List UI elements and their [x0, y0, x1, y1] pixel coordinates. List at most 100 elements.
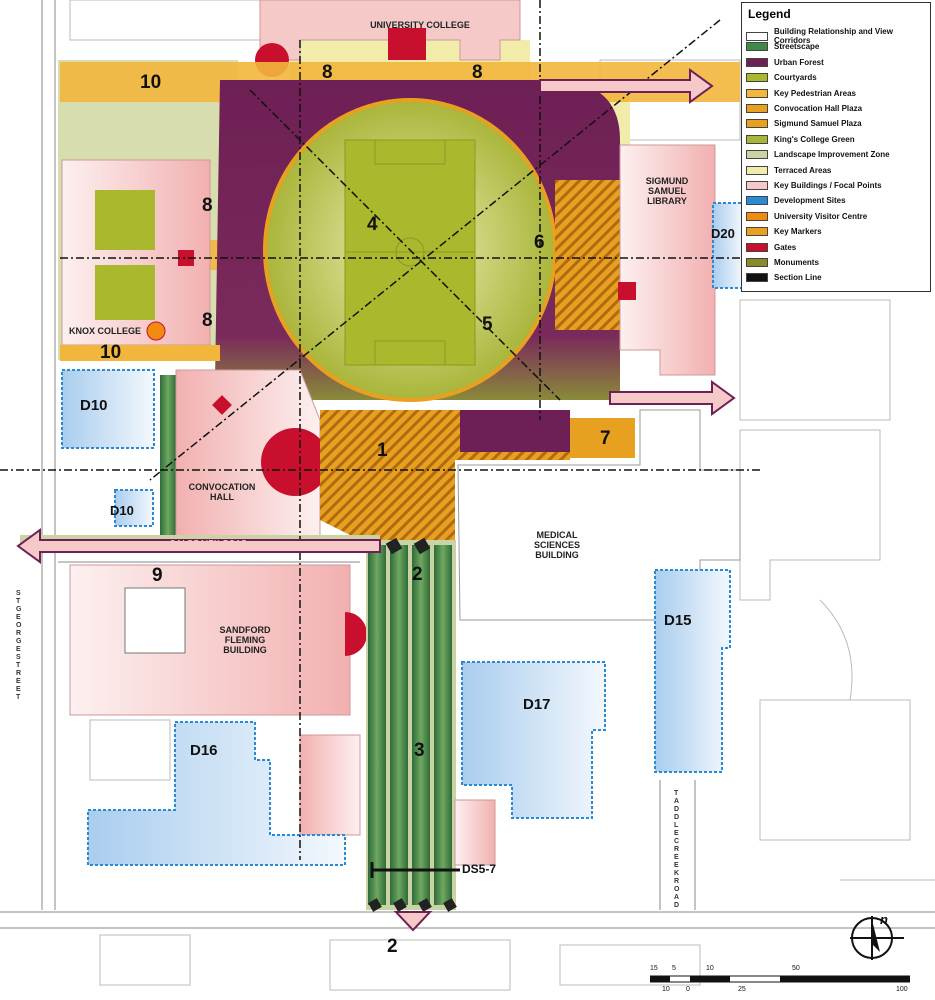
sandford-fleming-building: [69, 564, 351, 716]
streetscape-4: [434, 545, 452, 905]
corridor-arrows: [16, 68, 736, 932]
legend-swatch: [746, 211, 768, 221]
legend-label: Building Relationship and View Corridors: [774, 27, 893, 45]
view-corridors: [0, 0, 760, 860]
legend-label: Key Pedestrian Areas: [774, 88, 856, 98]
sandford-fleming-label: SANDFORD FLEMING BUILDING: [219, 625, 271, 655]
dev-site-label: D20: [711, 226, 735, 241]
dev-site-label: D15: [664, 612, 692, 629]
legend-item: Sigmund Samuel Plaza: [746, 119, 862, 129]
legend-label: University Visitor Centre: [774, 211, 868, 221]
building-ne-d17: [454, 799, 496, 866]
legend-swatch: [746, 242, 768, 252]
legend-swatch: [746, 165, 768, 175]
zone-label: 2: [387, 936, 398, 957]
legend-label: Section Line: [774, 273, 822, 283]
legend-label: Landscape Improvement Zone: [774, 150, 890, 160]
knox-college-label: KNOX COLLEGE: [68, 326, 141, 336]
gate-markers: [368, 537, 457, 912]
sigmund-samuel-plaza: [555, 180, 620, 330]
legend-item: Key Markers: [746, 227, 822, 237]
legend-swatch: [746, 42, 768, 52]
streetscape-2: [390, 545, 408, 905]
dev-site-d16: [87, 721, 346, 866]
scale-bottom-label: 100: [896, 986, 908, 993]
dev-site-d15: [654, 569, 731, 773]
legend-label: Terraced Areas: [774, 165, 832, 175]
taddle-creek-road-label: TADDLE CREEK ROAD: [674, 790, 681, 909]
legend-swatch: [746, 73, 768, 83]
zone-label: 1: [377, 440, 388, 461]
legend-swatch: [746, 134, 768, 144]
scale-top-label: 15: [650, 965, 658, 972]
scale-bottom-label: 0: [686, 986, 690, 993]
zone-label: 8: [202, 310, 213, 331]
dev-site-label: D17: [523, 696, 551, 713]
streetscape-west: [160, 375, 176, 535]
dev-site-d10-south: [114, 489, 154, 527]
library-gate: [618, 282, 636, 300]
medical-sciences-label: MEDICAL SCIENCES BUILDING: [533, 530, 580, 560]
legend-swatch: [746, 88, 768, 98]
legend-swatch: [746, 273, 768, 283]
zone-label: 6: [534, 232, 545, 253]
legend-swatch: [746, 57, 768, 67]
sandford-focal: [345, 612, 367, 656]
streetscape-1: [368, 545, 386, 905]
scale-bottom-label: 25: [738, 986, 746, 993]
scale-top-label: 50: [792, 965, 800, 972]
legend-item: Convocation Hall Plaza: [746, 104, 862, 113]
legend-item: Streetscape: [746, 42, 819, 52]
visitor-centre-marker: [146, 321, 166, 341]
pedestrian-knox: [60, 345, 220, 361]
section-label: DS5-7: [462, 862, 497, 876]
legend-swatch: [746, 104, 768, 113]
legend-swatch: [746, 258, 768, 267]
legend-item: Development Sites: [746, 196, 846, 206]
scale-top-label: 5: [672, 965, 676, 972]
legend-swatch: [746, 119, 768, 129]
legend-item: Key Buildings / Focal Points: [746, 181, 882, 190]
legend-swatch: [746, 181, 768, 190]
legend-label: Sigmund Samuel Plaza: [774, 119, 862, 129]
legend-item: Monuments: [746, 258, 819, 267]
plaza-7: [570, 418, 635, 458]
st-george-street-label: ST GEORGE STREET: [16, 590, 23, 701]
dev-site-d10-north: [61, 369, 155, 449]
zone-label: 2: [412, 564, 423, 585]
knox-courtyard-2: [95, 265, 155, 320]
legend-label: Development Sites: [774, 196, 846, 206]
dev-site-d17: [461, 661, 606, 819]
legend-item: Urban Forest: [746, 57, 824, 67]
legend-swatch: [746, 196, 768, 206]
legend-label: Monuments: [774, 258, 819, 267]
sigmund-samuel-library: [619, 144, 716, 376]
zone-label: 8: [322, 62, 333, 83]
zone-label: 4: [367, 214, 378, 235]
legend-label: Key Markers: [774, 227, 822, 237]
zone-label: 8: [472, 62, 483, 83]
legend-item: Building Relationship and View Corridors: [746, 27, 930, 45]
knox-gate: [178, 250, 194, 266]
zone-label: 9: [152, 565, 163, 586]
scale-bar: [650, 975, 910, 983]
dev-site-label: D10: [110, 503, 134, 518]
legend-label: Urban Forest: [774, 57, 824, 67]
sigmund-samuel-label: SIGMUND SAMUEL LIBRARY: [645, 176, 689, 206]
legend-swatch: [746, 31, 768, 41]
legend-label: Key Buildings / Focal Points: [774, 181, 882, 190]
zone-label: 10: [100, 342, 122, 363]
knox-courtyard-1: [95, 190, 155, 250]
legend-item: Landscape Improvement Zone: [746, 150, 890, 160]
university-college-label: UNIVERSITY COLLEGE: [370, 20, 470, 30]
zone-label: 3: [414, 740, 425, 761]
zone-label: 8: [202, 195, 213, 216]
legend-item: Courtyards: [746, 73, 817, 83]
legend-item: Key Pedestrian Areas: [746, 88, 856, 98]
legend-swatch: [746, 227, 768, 237]
map-legend: Legend Building Relationship and View Co…: [741, 2, 931, 292]
building-near-d16: [299, 734, 361, 836]
legend-item: Section Line: [746, 273, 822, 283]
legend-title: Legend: [748, 7, 791, 21]
streetscape-3: [412, 545, 430, 905]
